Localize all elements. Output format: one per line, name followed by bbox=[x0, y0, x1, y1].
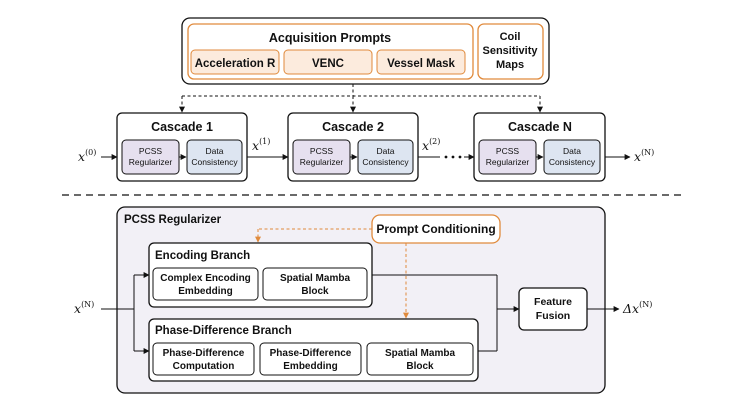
svg-text:PCSS: PCSS bbox=[496, 146, 519, 156]
svg-text:Phase-Difference Branch: Phase-Difference Branch bbox=[155, 325, 292, 337]
svg-text:Regularizer: Regularizer bbox=[486, 157, 530, 167]
data-consistency-block: Data Consistency bbox=[543, 139, 601, 175]
svg-text:Data: Data bbox=[206, 146, 224, 156]
svg-text:Spatial Mamba: Spatial Mamba bbox=[280, 273, 350, 284]
svg-text:Complex Encoding: Complex Encoding bbox=[160, 273, 251, 284]
signal-x0: x(0) bbox=[78, 148, 96, 164]
branch-merge-arrows bbox=[372, 274, 520, 352]
svg-text:Feature: Feature bbox=[534, 296, 572, 308]
phase-difference-branch: Phase-Difference Branch Phase-Difference… bbox=[148, 318, 479, 382]
spatial-mamba-block: Spatial Mamba Block bbox=[262, 267, 368, 301]
pcss-regularizer-detail: PCSS Regularizer Prompt Conditioning Enc… bbox=[101, 206, 606, 394]
encoding-branch: Encoding Branch Complex Encoding Embeddi… bbox=[148, 242, 373, 308]
conditioning-arrows bbox=[255, 228, 409, 319]
svg-text:Consistency: Consistency bbox=[362, 157, 409, 167]
svg-text:Cascade 2: Cascade 2 bbox=[322, 120, 384, 134]
svg-text:Sensitivity: Sensitivity bbox=[482, 45, 538, 57]
coil-sensitivity-maps: Coil Sensitivity Maps bbox=[477, 23, 544, 80]
data-consistency-block: Data Consistency bbox=[186, 139, 243, 175]
pcss-regularizer-block: PCSS Regularizer bbox=[478, 139, 537, 175]
svg-text:Block: Block bbox=[406, 361, 434, 372]
cascade-chain: x(0) x(1) x(2) x(N) bbox=[78, 137, 654, 164]
svg-text:Fusion: Fusion bbox=[536, 310, 570, 322]
svg-text:Regularizer: Regularizer bbox=[129, 157, 173, 167]
prompt-distribution-arrows bbox=[179, 84, 543, 113]
acquisition-prompts-title: Acquisition Prompts bbox=[269, 31, 391, 45]
signal-xN-in: x(N) bbox=[74, 300, 94, 316]
svg-text:Prompt Conditioning: Prompt Conditioning bbox=[376, 222, 495, 236]
svg-text:Embedding: Embedding bbox=[178, 286, 232, 297]
svg-text:Consistency: Consistency bbox=[191, 157, 238, 167]
pcss-regularizer-block: PCSS Regularizer bbox=[292, 139, 351, 175]
cascade-1: Cascade 1 PCSS Regularizer Data Consiste… bbox=[116, 112, 248, 182]
signal-xN-out: x(N) bbox=[634, 148, 654, 164]
prompt-vessel-mask: Vessel Mask bbox=[376, 49, 466, 75]
svg-text:Phase-Difference: Phase-Difference bbox=[270, 348, 352, 359]
regularizer-title: PCSS Regularizer bbox=[124, 214, 222, 226]
prompt-conditioning: Prompt Conditioning bbox=[371, 214, 501, 244]
input-split-arrows bbox=[101, 272, 150, 354]
spatial-mamba-block: Spatial Mamba Block bbox=[366, 342, 474, 376]
svg-text:Acceleration R: Acceleration R bbox=[195, 58, 276, 70]
pcss-regularizer-block: PCSS Regularizer bbox=[121, 139, 180, 175]
svg-text:Spatial Mamba: Spatial Mamba bbox=[385, 348, 455, 359]
data-consistency-block: Data Consistency bbox=[357, 139, 414, 175]
cascade-n: Cascade N PCSS Regularizer Data Consiste… bbox=[473, 112, 606, 182]
svg-text:Maps: Maps bbox=[496, 59, 524, 71]
svg-text:Consistency: Consistency bbox=[549, 157, 596, 167]
svg-text:Phase-Difference: Phase-Difference bbox=[163, 348, 245, 359]
svg-text:Regularizer: Regularizer bbox=[300, 157, 344, 167]
prompt-venc: VENC bbox=[283, 49, 373, 75]
svg-text:Computation: Computation bbox=[173, 361, 235, 372]
cascade-2: Cascade 2 PCSS Regularizer Data Consiste… bbox=[287, 112, 419, 182]
svg-text:Encoding Branch: Encoding Branch bbox=[155, 250, 250, 262]
complex-encoding-embedding-block: Complex Encoding Embedding bbox=[152, 267, 259, 301]
svg-text:Cascade 1: Cascade 1 bbox=[151, 120, 213, 134]
acquisition-prompts-panel: Acquisition Prompts Acceleration R VENC … bbox=[181, 17, 550, 85]
feature-fusion-block: Feature Fusion bbox=[518, 287, 588, 331]
signal-delta-out: Δx(N) bbox=[622, 300, 652, 316]
phase-difference-computation-block: Phase-Difference Computation bbox=[152, 342, 255, 376]
svg-text:Embedding: Embedding bbox=[283, 361, 337, 372]
svg-text:PCSS: PCSS bbox=[310, 146, 333, 156]
prompt-acceleration-r: Acceleration R bbox=[190, 49, 280, 75]
phase-difference-embedding-block: Phase-Difference Embedding bbox=[259, 342, 362, 376]
svg-text:Coil: Coil bbox=[500, 31, 521, 43]
svg-text:Data: Data bbox=[377, 146, 395, 156]
ellipsis-dots bbox=[444, 155, 462, 159]
svg-text:VENC: VENC bbox=[312, 58, 344, 70]
signal-x1: x(1) bbox=[252, 137, 270, 153]
signal-x2: x(2) bbox=[422, 137, 440, 153]
svg-text:PCSS: PCSS bbox=[139, 146, 162, 156]
svg-text:Block: Block bbox=[301, 286, 329, 297]
svg-text:Vessel Mask: Vessel Mask bbox=[387, 58, 455, 70]
svg-text:Cascade N: Cascade N bbox=[508, 120, 572, 134]
svg-text:Data: Data bbox=[563, 146, 581, 156]
